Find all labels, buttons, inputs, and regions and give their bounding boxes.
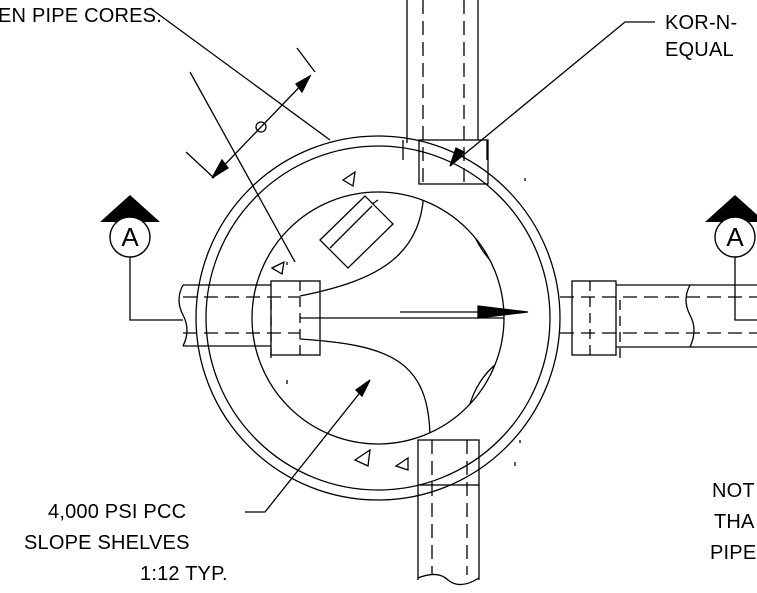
section-marker-left: A [100, 195, 160, 258]
label-top-left: EN PIPE CORES. [0, 5, 162, 27]
section-marker-right-label: A [726, 222, 744, 252]
leader-bottom-left-arrowhead [354, 379, 371, 398]
pipe-core-box [319, 195, 394, 269]
note-line-2: THA [714, 511, 755, 533]
label-bottom-left-1: 4,000 PSI PCC [48, 501, 187, 523]
label-bottom-left-2: SLOPE SHELVES [24, 532, 190, 554]
section-marker-right: A [705, 195, 757, 258]
label-top-right-1: KOR-N- [665, 12, 738, 34]
pipe-top [402, 0, 489, 185]
dimension-line [185, 47, 316, 179]
pipe-bottom [417, 439, 480, 586]
section-line-left [129, 255, 183, 321]
pipe-right [560, 280, 757, 360]
leader-top-right [449, 21, 655, 167]
leader-core-box [189, 71, 296, 263]
label-top-right-2: EQUAL [665, 39, 734, 61]
pipe-left [178, 280, 321, 360]
section-marker-left-label: A [121, 222, 139, 252]
concrete-hatch-marks [270, 170, 526, 471]
manhole-wall-inner-line [205, 145, 551, 491]
leader-top-right-arrowhead [449, 147, 466, 167]
note-line-3: PIPE [710, 542, 757, 564]
label-bottom-left-3: 1:12 TYP. [140, 563, 228, 585]
flow-direction-arrow [400, 305, 529, 319]
leader-bottom-left [245, 379, 371, 513]
section-line-right [734, 255, 757, 321]
note-line-1: NOT [712, 480, 755, 502]
manhole-outer-wall [195, 135, 561, 501]
leader-top-left [149, 7, 331, 141]
